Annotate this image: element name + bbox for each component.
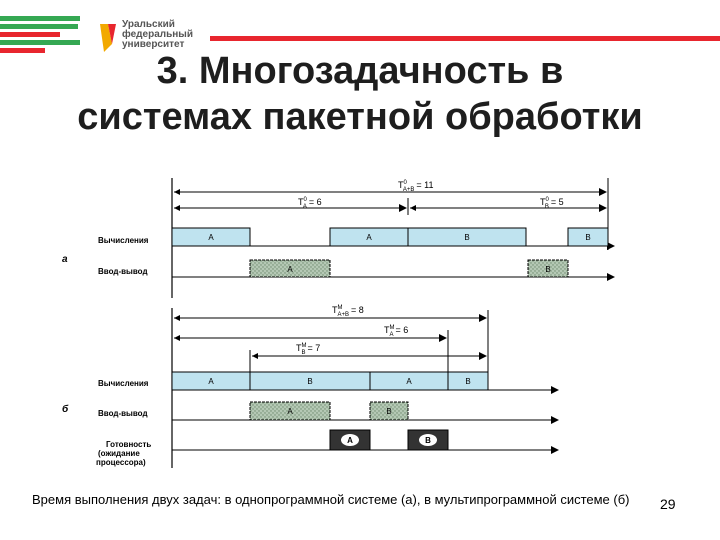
- header-bar-green-3: [0, 40, 80, 45]
- title-line-1: 3. Многозадачность в: [156, 50, 564, 92]
- diagram-a-compute-block-a1: [171, 227, 251, 247]
- diagram-a-io-block-b-label: B: [545, 265, 550, 274]
- diagram-a-compute-block-a1-label: A: [208, 233, 214, 242]
- diagram-a-io-block-a-label: A: [287, 265, 293, 274]
- diagram-a-compute-block-b2-label: B: [585, 233, 590, 242]
- diagram-b-compute-block-b1-label: B: [307, 377, 312, 386]
- diagram-a-row-compute-label: Вычисления: [98, 236, 149, 245]
- diagram-a-compute-block-a2-label: A: [366, 233, 372, 242]
- diagram-a-row-io-label: Ввод-вывод: [98, 267, 148, 276]
- header-bar-red-1: [0, 32, 60, 37]
- diagram-b-wait-block-a-badge: [341, 434, 359, 446]
- figure-caption: Время выполнения двух задач: в однопрогр…: [32, 492, 630, 507]
- diagram-a-compute-block-b1: [407, 227, 527, 247]
- header-decoration: [0, 16, 720, 53]
- page-number: 29: [660, 496, 676, 512]
- logo-line-2: федеральный: [122, 29, 193, 40]
- diagram-b-row-wait-label-3: процессора): [96, 458, 146, 467]
- page-title: 3. Многозадачность в системах пакетной о…: [0, 48, 720, 140]
- diagram-b-io-block-a: [249, 401, 331, 421]
- diagram-b-compute-block-a2-label: A: [406, 377, 412, 386]
- logo-line-3: университет: [122, 39, 185, 50]
- header-bar-green-2: [0, 24, 78, 29]
- diagram-b-wait-block-a-label: A: [347, 436, 353, 445]
- diagram-a-compute-block-b1-label: B: [464, 233, 469, 242]
- diagram-a-io-block-b: [527, 259, 569, 278]
- university-logo-icon: [100, 24, 116, 52]
- diagram-b-row-wait-label-1: Готовность: [106, 440, 151, 449]
- logo-line-1: Уральский: [122, 19, 175, 30]
- title-line-2: системах пакетной обработки: [77, 96, 643, 138]
- header-bar-green-1: [0, 16, 80, 21]
- university-logo-text: Уральский федеральный университет: [122, 20, 193, 50]
- diagram-b-io-block-b: [369, 401, 409, 421]
- diagram-b-wait-block-b-label: B: [425, 436, 431, 445]
- header-bar-red-long: [210, 36, 720, 41]
- diagram-b-compute-block-b2-label: B: [465, 377, 470, 386]
- diagram-a-io-block-a: [249, 259, 331, 278]
- diagram-b-letter: б: [62, 403, 69, 415]
- diagram-b-wait-block-b-badge: [419, 434, 437, 446]
- diagram-b-io-block-a-label: A: [287, 407, 293, 416]
- diagram-a-letter: а: [62, 254, 68, 265]
- diagram-b-io-block-b-label: B: [386, 407, 391, 416]
- diagram-b-row-compute-label: Вычисления: [98, 379, 149, 388]
- diagram-b-compute-block-b2: [447, 371, 489, 391]
- header-bar-red-2: [0, 48, 45, 53]
- diagram-b-row-wait-label-2: (ожидание: [98, 449, 140, 458]
- diagram-a-compute-block-b2: [567, 227, 609, 247]
- diagram-b-row-io-label: Ввод-вывод: [98, 409, 148, 418]
- diagram-b-compute-block-a1-label: A: [208, 377, 214, 386]
